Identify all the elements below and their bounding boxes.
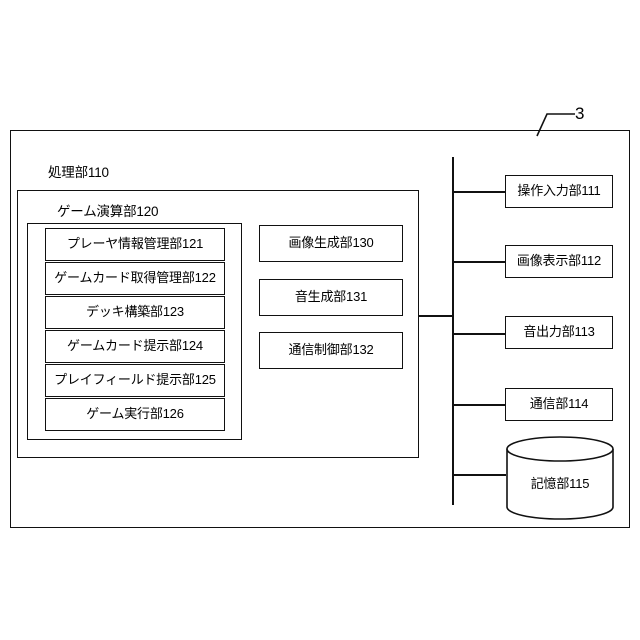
game-calc-unit-label: ゲーム演算部120 xyxy=(57,204,159,219)
operation-input-unit-label: 操作入力部111 xyxy=(517,183,601,199)
operation-input-unit-box[interactable]: 操作入力部111 xyxy=(505,175,613,208)
bus-vertical-line xyxy=(452,157,454,505)
game-calc-unit-frame xyxy=(27,223,242,440)
processing-unit-label: 処理部110 xyxy=(48,165,109,180)
communication-control-unit-box[interactable]: 通信制御部132 xyxy=(259,332,403,369)
bus-branch-image-display xyxy=(452,261,506,263)
game-execution-unit-box[interactable]: ゲーム実行部126 xyxy=(45,398,225,431)
bus-branch-communication xyxy=(452,404,506,406)
image-generation-unit-box[interactable]: 画像生成部130 xyxy=(259,225,403,262)
bus-branch-operation-input xyxy=(452,191,506,193)
bus-branch-storage xyxy=(452,474,506,476)
deck-building-unit-label: デッキ構築部123 xyxy=(86,304,184,320)
game-execution-unit-label: ゲーム実行部126 xyxy=(86,406,184,422)
sound-output-unit-box[interactable]: 音出力部113 xyxy=(505,316,613,349)
game-card-presentation-unit-box[interactable]: ゲームカード提示部124 xyxy=(45,330,225,363)
bus-branch-sound-output xyxy=(452,333,506,335)
terminal-device-frame xyxy=(10,130,630,528)
play-field-presentation-unit-label: プレイフィールド提示部125 xyxy=(54,372,216,388)
reference-leader-line xyxy=(536,113,575,137)
communication-unit-label: 通信部114 xyxy=(529,396,589,412)
player-info-management-unit-label: プレーヤ情報管理部121 xyxy=(66,236,204,252)
deck-building-unit-box[interactable]: デッキ構築部123 xyxy=(45,296,225,329)
database-cylinder-icon xyxy=(506,436,614,520)
bus-processing-unit-connector xyxy=(418,315,454,317)
game-card-presentation-unit-label: ゲームカード提示部124 xyxy=(67,338,203,354)
image-generation-unit-label: 画像生成部130 xyxy=(288,235,374,251)
storage-unit-label: 記憶部115 xyxy=(530,476,590,491)
game-card-acquisition-management-unit-label: ゲームカード取得管理部122 xyxy=(54,270,216,286)
play-field-presentation-unit-box[interactable]: プレイフィールド提示部125 xyxy=(45,364,225,397)
communication-control-unit-label: 通信制御部132 xyxy=(288,342,374,358)
game-card-acquisition-management-unit-box[interactable]: ゲームカード取得管理部122 xyxy=(45,262,225,295)
sound-generation-unit-box[interactable]: 音生成部131 xyxy=(259,279,403,316)
image-display-unit-box[interactable]: 画像表示部112 xyxy=(505,245,613,278)
storage-unit-cylinder[interactable]: 記憶部115 xyxy=(505,435,615,521)
reference-number-3: 3 xyxy=(575,104,585,123)
sound-output-unit-label: 音出力部113 xyxy=(523,324,595,340)
processing-unit-frame xyxy=(17,190,419,458)
sound-generation-unit-label: 音生成部131 xyxy=(294,289,368,305)
image-display-unit-label: 画像表示部112 xyxy=(516,253,602,269)
communication-unit-box[interactable]: 通信部114 xyxy=(505,388,613,421)
player-info-management-unit-box[interactable]: プレーヤ情報管理部121 xyxy=(45,228,225,261)
